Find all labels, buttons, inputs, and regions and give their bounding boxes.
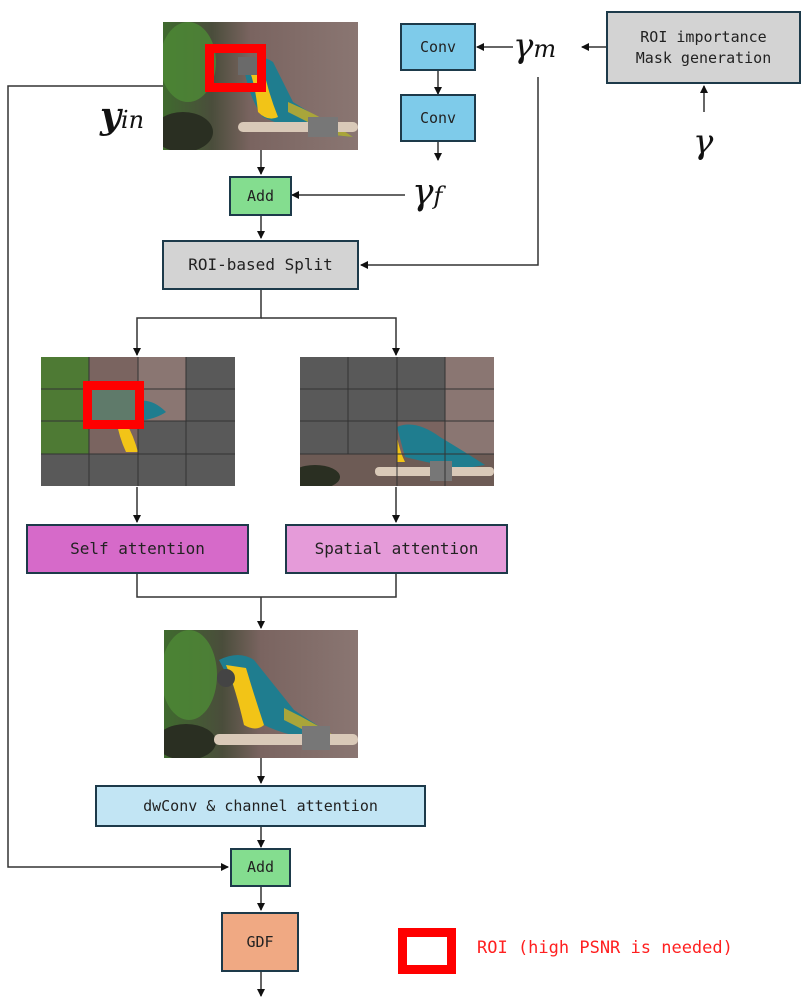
roi-mask-line2: Mask generation [635, 48, 772, 67]
roi-based-split-block: ROI-based Split [162, 240, 359, 290]
spatial-branch-image [300, 357, 494, 486]
parrot-image-input [163, 22, 358, 150]
self-branch-image [41, 357, 235, 486]
legend-roi-swatch [398, 928, 456, 974]
roi-content [92, 390, 135, 420]
y-in-label: yin [100, 95, 145, 137]
gamma-f-label: γf [412, 172, 443, 213]
legend-label: ROI (high PSNR is needed) [477, 938, 733, 958]
roi-box [205, 44, 266, 92]
arrow-gamma-m-to-split [360, 77, 539, 269]
conv-block-2: Conv [400, 94, 476, 142]
arrow-split-to-self [133, 290, 262, 356]
roi-mask-generation-block: ROI importance Mask generation [606, 11, 801, 84]
dwconv-channel-attention-block: dwConv & channel attention [95, 785, 426, 827]
output-image [164, 630, 358, 758]
roi-box [83, 381, 144, 429]
merge-line [136, 574, 397, 598]
gamma-label: γ [693, 122, 714, 162]
spatial-attention-block: Spatial attention [285, 524, 508, 574]
add-block-bottom: Add [230, 848, 291, 887]
add-block-top: Add [229, 176, 292, 216]
arrow-split-to-spatial [261, 317, 400, 356]
parrot-image-non-roi-patches [300, 357, 494, 486]
roi-mask-line1: ROI importance [640, 28, 767, 47]
input-image [163, 22, 358, 150]
parrot-image-output [164, 630, 358, 758]
skip-connection [7, 85, 229, 871]
self-attention-block: Self attention [26, 524, 249, 574]
conv-block-1: Conv [400, 23, 476, 71]
gamma-m-label: γm [513, 26, 557, 66]
gdf-block: GDF [221, 912, 299, 972]
